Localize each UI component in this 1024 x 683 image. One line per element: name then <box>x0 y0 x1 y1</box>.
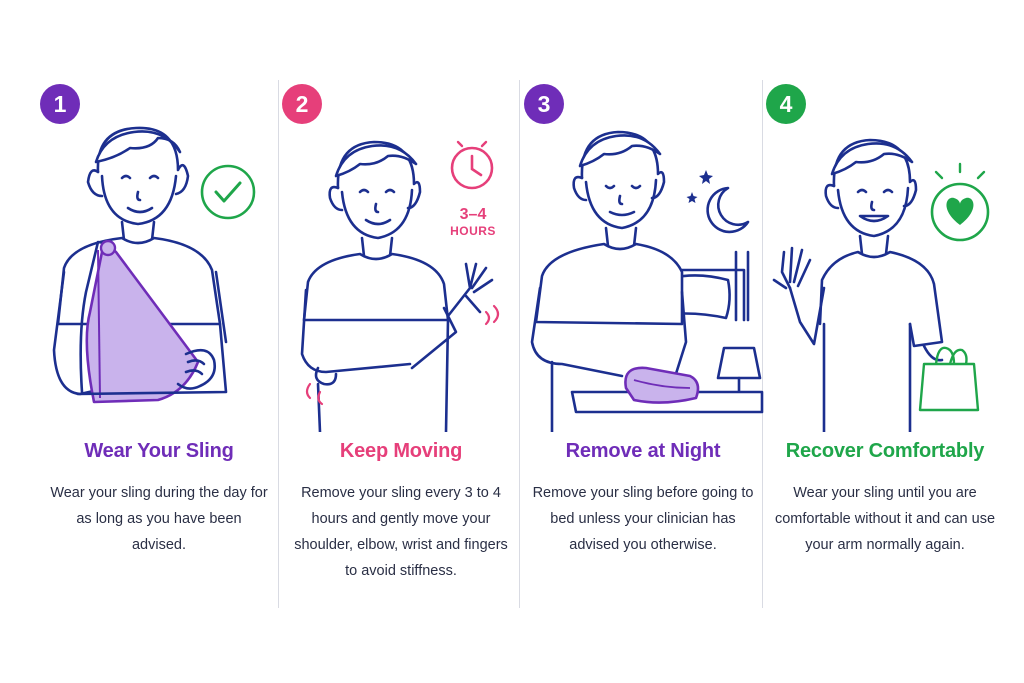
hours-number: 3–4 <box>459 206 487 223</box>
man-moving-arm-illustration <box>300 140 500 432</box>
divider-3 <box>762 80 763 608</box>
step-description: Remove your sling every 3 to 4 hours and… <box>294 485 508 579</box>
step-title: Keep Moving <box>339 440 463 462</box>
step-number-badge: 2 <box>282 84 322 124</box>
heart-circle-icon <box>930 162 990 242</box>
check-circle-icon <box>200 164 256 220</box>
step-description: Wear your sling during the day for as lo… <box>50 485 268 553</box>
hours-unit: HOURS <box>450 224 496 238</box>
divider-1 <box>278 80 279 608</box>
man-folding-sling-illustration <box>530 130 764 432</box>
clock-icon <box>450 140 494 190</box>
divider-2 <box>519 80 520 608</box>
step-number-badge: 3 <box>524 84 564 124</box>
step-description: Wear your sling until you are comfortabl… <box>774 485 996 553</box>
hours-badge: 3–4 HOURS <box>438 206 508 240</box>
man-wearing-sling-illustration <box>52 126 256 404</box>
step-number-badge: 4 <box>766 84 806 124</box>
step-card-1: 1 Wear Your Sling Wear you <box>38 72 280 612</box>
step-card-4: 4 Recover Comfortably <box>764 72 1006 612</box>
man-waving-illustration <box>772 138 990 432</box>
step-title: Recover Comfortably <box>785 440 985 462</box>
step-title: Remove at Night <box>565 440 721 462</box>
step-title: Wear Your Sling <box>84 440 234 462</box>
moon-stars-icon <box>686 170 750 234</box>
step-number-badge: 1 <box>40 84 80 124</box>
step-description: Remove your sling before going to bed un… <box>532 485 754 553</box>
step-card-3: 3 <box>522 72 764 612</box>
step-card-2: 2 3–4 HOURS Kee <box>280 72 522 612</box>
